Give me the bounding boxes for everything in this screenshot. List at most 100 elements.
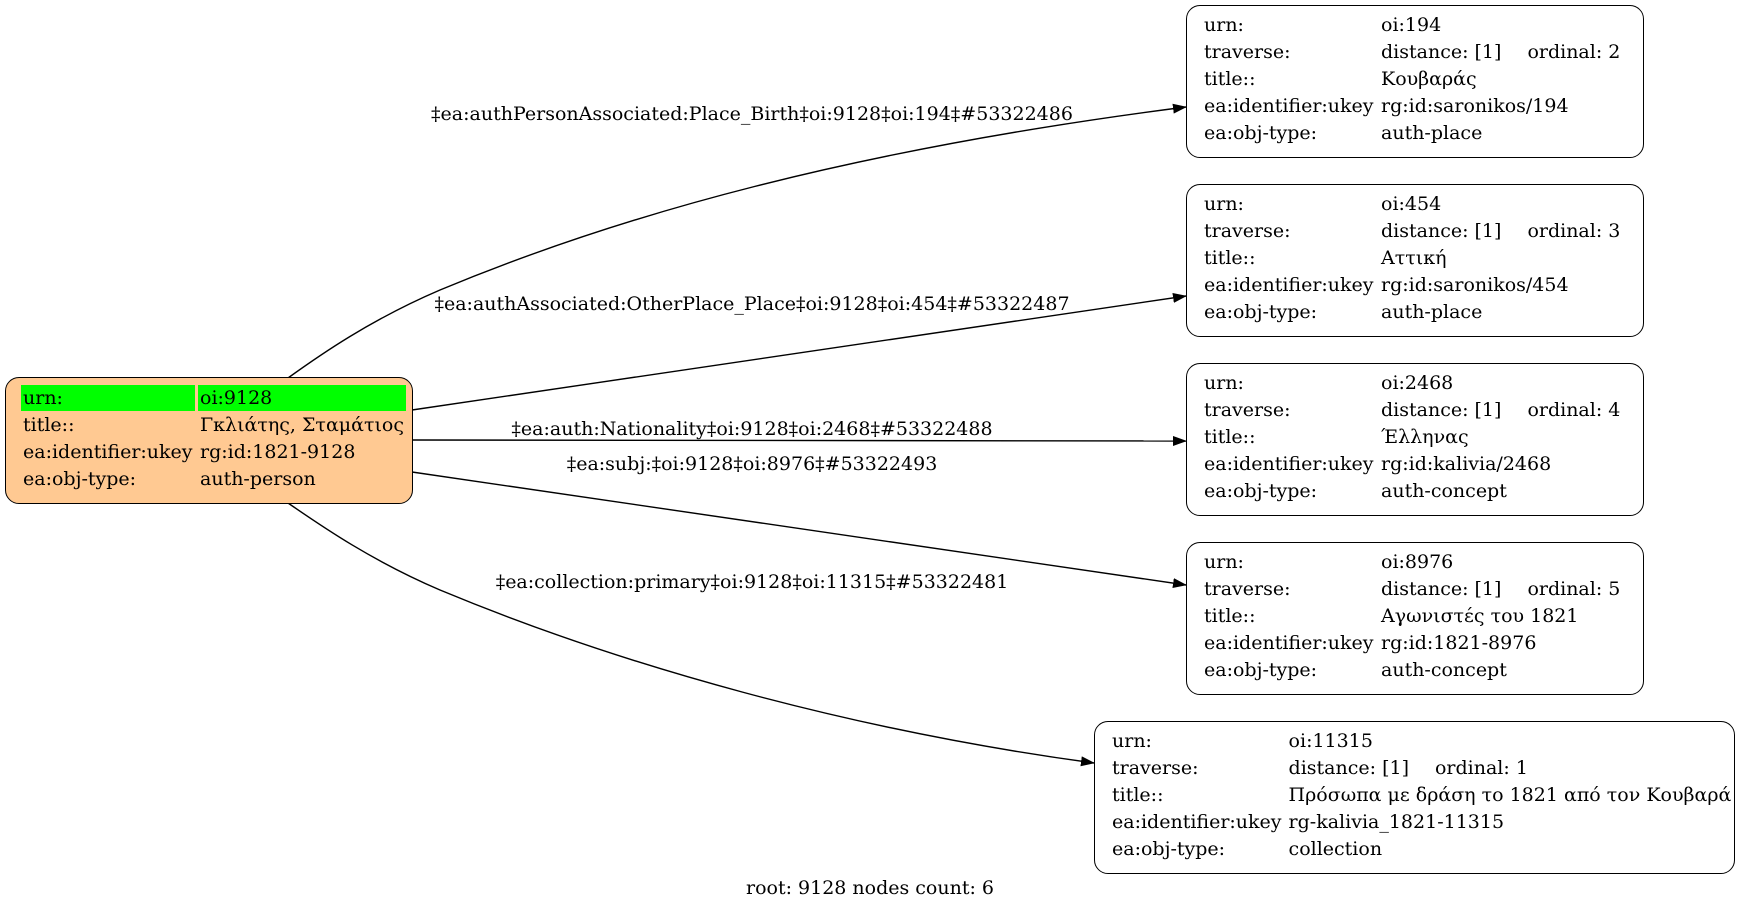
ukey-key: ea:identifier:ukey: [1204, 632, 1374, 654]
child-node-2[interactable]: urn: oi:454 traverse: distance: [1] ordin…: [1186, 184, 1644, 337]
objtype-value: collection: [1288, 838, 1383, 860]
row-urn: urn: oi:11315: [1110, 728, 1733, 754]
child-table: urn: oi:2468 traverse: distance: [1]ordi…: [1199, 369, 1625, 505]
ordinal-value: ordinal: 3: [1527, 220, 1621, 242]
row-urn: urn: oi:454: [1202, 191, 1622, 217]
ukey-value: rg:id:saronikos/194: [1381, 95, 1569, 117]
edge-label-collection: ‡ea:collection:primary‡oi:9128‡oi:11315‡…: [496, 571, 1009, 593]
row-title: title:: Αττική: [1202, 245, 1622, 271]
edge-label-nationality: ‡ea:auth:Nationality‡oi:9128‡oi:2468‡#53…: [511, 418, 992, 440]
row-ukey: ea:identifier:ukey rg:id:1821-8976: [1202, 630, 1622, 656]
root-row-title: title:: Γκλιάτης, Σταμάτιος: [21, 412, 406, 438]
title-key: title::: [1204, 68, 1256, 90]
root-row-urn: urn: oi:9128: [21, 385, 406, 411]
root-ukey-value: rg:id:1821-9128: [200, 441, 356, 463]
row-ukey: ea:identifier:ukey rg:id:saronikos/454: [1202, 272, 1622, 298]
root-urn-key: urn:: [21, 385, 195, 411]
title-key: title::: [1112, 784, 1164, 806]
urn-key: urn:: [1112, 730, 1152, 752]
row-objtype: ea:obj-type: collection: [1110, 836, 1733, 862]
urn-value: oi:2468: [1381, 372, 1454, 394]
child-table: urn: oi:194 traverse: distance: [1] ordin…: [1199, 11, 1625, 147]
ordinal-value: ordinal: 2: [1527, 41, 1621, 63]
edge-other-place: [411, 292, 1187, 411]
child-node-3[interactable]: urn: oi:2468 traverse: distance: [1]ordi…: [1186, 363, 1644, 516]
urn-value: oi:8976: [1381, 551, 1454, 573]
root-title-value: Γκλιάτης, Σταμάτιος: [200, 414, 404, 436]
edge-label-birth-place: ‡ea:authPersonAssociated:Place_Birth‡oi:…: [431, 103, 1073, 125]
row-traverse: traverse: distance: [1] ordinal: 1: [1110, 755, 1733, 781]
ukey-value: rg:id:1821-8976: [1381, 632, 1537, 654]
child-node-1[interactable]: urn: oi:194 traverse: distance: [1] ordin…: [1186, 5, 1644, 158]
root-ukey-key: ea:identifier:ukey: [23, 441, 193, 463]
ukey-key: ea:identifier:ukey: [1204, 274, 1374, 296]
root-row-objtype: ea:obj-type: auth-person: [21, 466, 406, 492]
distance-value: distance: [1]: [1381, 220, 1502, 242]
title-key: title::: [1204, 247, 1256, 269]
child-node-5[interactable]: urn: oi:11315 traverse: distance: [1] ord…: [1094, 721, 1735, 874]
ordinal-value: ordinal: 1: [1434, 757, 1528, 779]
row-ukey: ea:identifier:ukey rg-kalivia_1821-11315: [1110, 809, 1733, 835]
ordinal-value: ordinal: 5: [1527, 578, 1621, 600]
row-title: title:: Πρόσωπα με δράση το 1821 από τον…: [1110, 782, 1733, 808]
edge-collection: [287, 502, 1095, 767]
urn-key: urn:: [1204, 193, 1244, 215]
objtype-value: auth-place: [1381, 301, 1483, 323]
row-objtype: ea:obj-type: auth-concept: [1202, 478, 1622, 504]
edge-label-other-place: ‡ea:authAssociated:OtherPlace_Place‡oi:9…: [434, 293, 1069, 315]
traverse-key: traverse:: [1204, 578, 1291, 600]
root-node[interactable]: urn: oi:9128 title:: Γκλιάτης, Σταμάτιος…: [5, 377, 413, 504]
urn-value: oi:11315: [1288, 730, 1373, 752]
distance-value: distance: [1]: [1381, 41, 1502, 63]
row-title: title:: Αγωνιστές του 1821: [1202, 603, 1622, 629]
ukey-key: ea:identifier:ukey: [1204, 453, 1374, 475]
distance-value: distance: [1]: [1288, 757, 1409, 779]
row-urn: urn: oi:194: [1202, 12, 1622, 38]
edge-label-subject: ‡ea:subj:‡oi:9128‡oi:8976‡#53322493: [567, 453, 938, 475]
row-traverse: traverse: distance: [1] ordinal: 2: [1202, 39, 1622, 65]
traverse-key: traverse:: [1204, 41, 1291, 63]
row-title: title:: Έλληνας: [1202, 424, 1622, 450]
edge-birth-place: [287, 103, 1187, 379]
child-table: urn: oi:8976 traverse: distance: [1] ordi…: [1199, 548, 1625, 684]
graph-caption: root: 9128 nodes count: 6: [745, 877, 995, 899]
child-table: urn: oi:11315 traverse: distance: [1] ord…: [1107, 727, 1736, 863]
row-ukey: ea:identifier:ukey rg:id:kalivia/2468: [1202, 451, 1622, 477]
title-value: Έλληνας: [1381, 426, 1469, 448]
root-objtype-key: ea:obj-type:: [23, 468, 137, 490]
row-urn: urn: oi:2468: [1202, 370, 1622, 396]
title-key: title::: [1204, 605, 1256, 627]
ukey-key: ea:identifier:ukey: [1204, 95, 1374, 117]
traverse-value: distance: [1]ordinal: 4: [1379, 397, 1622, 423]
objtype-value: auth-concept: [1381, 480, 1507, 502]
row-traverse: traverse: distance: [1] ordinal: 3: [1202, 218, 1622, 244]
title-value: Πρόσωπα με δράση το 1821 από τον Κουβαρά: [1288, 784, 1732, 806]
traverse-key: traverse:: [1204, 220, 1291, 242]
row-objtype: ea:obj-type: auth-concept: [1202, 657, 1622, 683]
urn-value: oi:194: [1381, 14, 1442, 36]
edge-subject: [411, 471, 1187, 589]
root-table: urn: oi:9128 title:: Γκλιάτης, Σταμάτιος…: [18, 384, 409, 493]
ukey-value: rg-kalivia_1821-11315: [1288, 811, 1505, 833]
title-value: Αττική: [1381, 247, 1447, 269]
objtype-key: ea:obj-type:: [1112, 838, 1226, 860]
title-value: Κουβαράς: [1381, 68, 1477, 90]
ukey-value: rg:id:kalivia/2468: [1381, 453, 1552, 475]
traverse-value: distance: [1] ordinal: 2: [1379, 39, 1622, 65]
child-node-4[interactable]: urn: oi:8976 traverse: distance: [1] ordi…: [1186, 542, 1644, 695]
edge-nationality: [411, 435, 1187, 446]
row-objtype: ea:obj-type: auth-place: [1202, 299, 1622, 325]
ordinal-value: ordinal: 4: [1527, 399, 1621, 421]
root-objtype-value: auth-person: [200, 468, 316, 490]
traverse-key: traverse:: [1112, 757, 1199, 779]
ukey-key: ea:identifier:ukey: [1112, 811, 1282, 833]
row-ukey: ea:identifier:ukey rg:id:saronikos/194: [1202, 93, 1622, 119]
objtype-key: ea:obj-type:: [1204, 659, 1318, 681]
row-urn: urn: oi:8976: [1202, 549, 1622, 575]
distance-value: distance: [1]: [1381, 578, 1502, 600]
objtype-key: ea:obj-type:: [1204, 122, 1318, 144]
urn-key: urn:: [1204, 372, 1244, 394]
row-objtype: ea:obj-type: auth-place: [1202, 120, 1622, 146]
urn-key: urn:: [1204, 14, 1244, 36]
